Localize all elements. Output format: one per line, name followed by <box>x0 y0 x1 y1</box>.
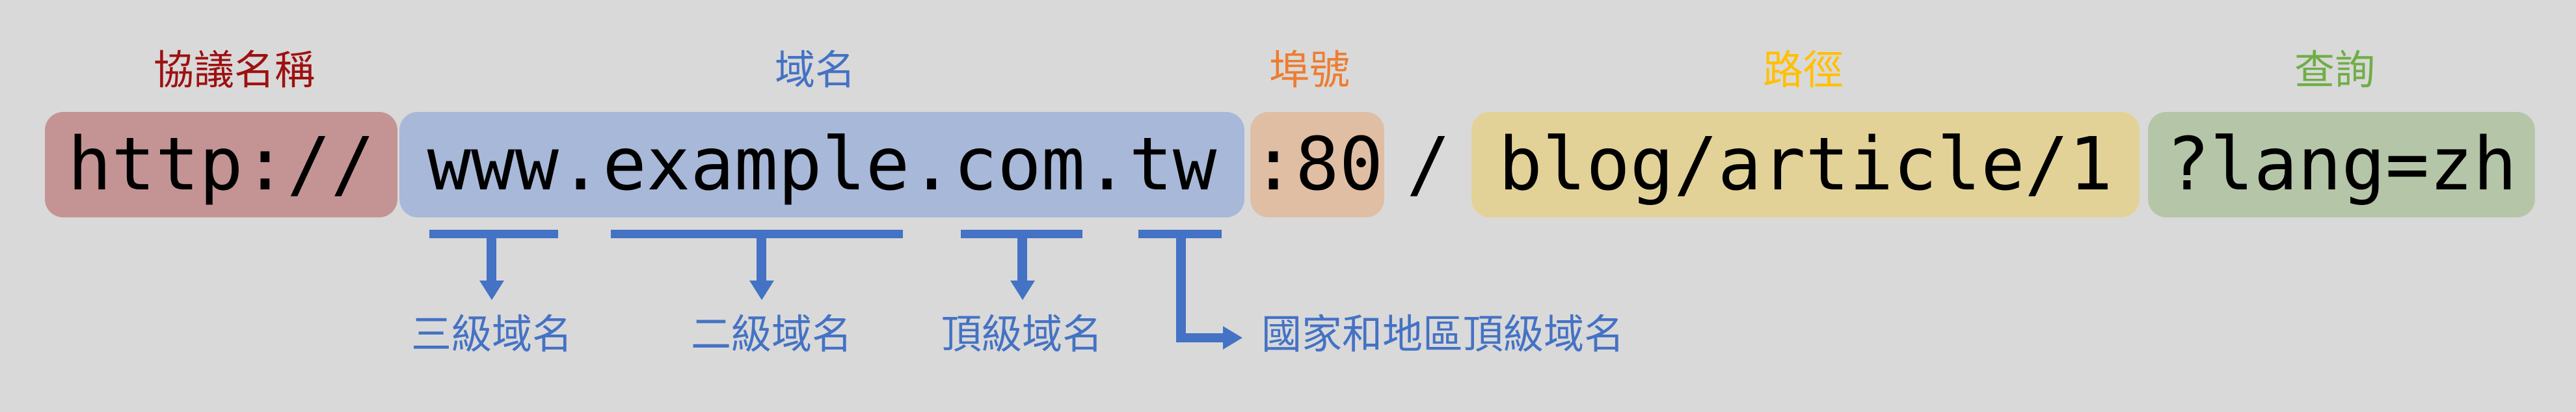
second-level-arrowhead-icon <box>749 281 774 300</box>
country-top-level-domain-label: 國家和地區頂級域名 <box>1261 312 1625 357</box>
port-label: 埠號 <box>1268 48 1350 93</box>
protocol-value: http:// <box>67 122 375 207</box>
port-box: :80 <box>1250 112 1384 217</box>
query-value: ?lang=zh <box>2166 122 2517 207</box>
query-label: 查詢 <box>2294 48 2376 93</box>
path-separator: / <box>1406 112 1450 217</box>
path-value: blog/article/1 <box>1498 122 2113 207</box>
port-value: :80 <box>1251 122 1384 207</box>
top-level-arrowhead-icon <box>1010 281 1035 300</box>
domain-value: www.example.com.tw <box>427 122 1217 207</box>
second-level-arrow-stem <box>757 230 766 282</box>
domain-label: 域名 <box>774 48 856 93</box>
third-level-domain-label: 三級域名 <box>410 312 573 357</box>
query-box: ?lang=zh <box>2148 112 2535 217</box>
third-level-arrow-stem <box>487 230 496 282</box>
top-level-arrow-stem <box>1017 230 1027 282</box>
second-level-domain-label: 二級域名 <box>690 312 853 357</box>
country-top-level-arrow-stem <box>1176 230 1186 342</box>
path-label: 路徑 <box>1762 48 1844 93</box>
country-top-level-arrow-elbow <box>1176 333 1226 342</box>
protocol-label: 協議名稱 <box>153 48 315 93</box>
top-level-domain-label: 頂級域名 <box>941 312 1103 357</box>
domain-box: www.example.com.tw <box>399 112 1244 217</box>
path-box: blog/article/1 <box>1471 112 2140 217</box>
path-separator-glyph: / <box>1406 122 1451 207</box>
country-top-level-arrowhead-icon <box>1223 326 1242 350</box>
protocol-box: http:// <box>45 112 397 217</box>
third-level-arrowhead-icon <box>479 281 504 300</box>
